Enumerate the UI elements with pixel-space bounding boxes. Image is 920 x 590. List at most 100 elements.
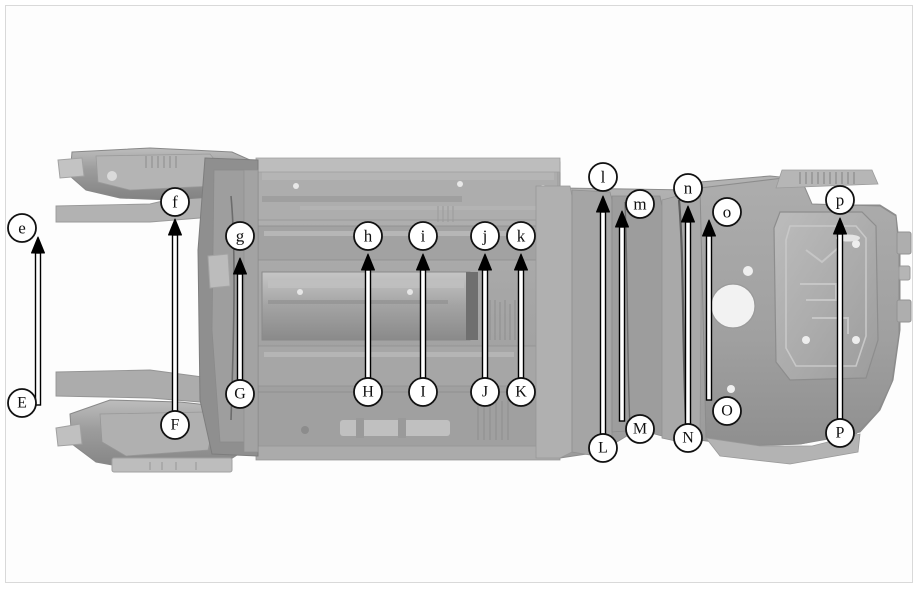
callout-H[interactable]: H (353, 377, 383, 407)
callout-circle[interactable] (470, 221, 500, 251)
front-tip-upper (57, 157, 85, 179)
arrow-shaft (419, 269, 427, 379)
callout-G[interactable]: G (225, 379, 255, 409)
cargo-well-inner-edge (785, 225, 867, 367)
callout-circle[interactable] (673, 173, 703, 203)
callout-k[interactable]: k (506, 221, 536, 251)
panel-rib-1 (262, 196, 462, 202)
crossmember-highlight (264, 231, 550, 236)
callout-E[interactable]: E (7, 388, 37, 418)
callout-label: L (598, 440, 608, 457)
callout-label: e (18, 219, 26, 238)
front-crossmember-lower (111, 457, 233, 473)
callout-circle[interactable] (353, 221, 383, 251)
arrow-shaft (517, 269, 525, 379)
callout-f[interactable]: f (160, 187, 190, 217)
apron-rib-set-upper (145, 156, 177, 168)
arrow-head (833, 217, 847, 235)
callout-o[interactable]: o (712, 197, 742, 227)
callout-circle[interactable] (160, 187, 190, 217)
arrow-shaft (236, 273, 244, 381)
callout-K[interactable]: K (506, 377, 536, 407)
callout-circle[interactable] (225, 379, 255, 409)
callout-circle[interactable] (625, 414, 655, 444)
callout-N[interactable]: N (673, 423, 703, 453)
callout-m[interactable]: m (625, 189, 655, 219)
arrow-head (31, 236, 45, 254)
callout-label: f (172, 193, 178, 212)
callout-L[interactable]: L (588, 433, 618, 463)
callout-circle[interactable] (625, 189, 655, 219)
callout-l[interactable]: l (588, 162, 618, 192)
left-rocker-rail (255, 157, 561, 173)
cargo-well-hole-1 (802, 336, 810, 344)
callout-label: l (601, 168, 606, 187)
callout-circle[interactable] (588, 433, 618, 463)
front-apron-lower-inner (99, 411, 215, 457)
callout-F[interactable]: F (160, 410, 190, 440)
callout-h[interactable]: h (353, 221, 383, 251)
callout-circle[interactable] (7, 388, 37, 418)
callout-circle[interactable] (825, 185, 855, 215)
leader-arrow-M-m (615, 210, 629, 422)
callout-I[interactable]: I (408, 377, 438, 407)
rear-body-mount-flanges (896, 231, 912, 323)
bulkhead-flange (243, 169, 259, 453)
callout-g[interactable]: g (225, 221, 255, 251)
callout-circle[interactable] (160, 410, 190, 440)
rear-lower-closing-panel (705, 433, 861, 465)
cargo-well-emboss (800, 247, 849, 334)
callout-M[interactable]: M (625, 414, 655, 444)
callout-label: p (836, 191, 845, 210)
rear-floor-highlight (264, 352, 514, 357)
arrow-head (702, 219, 716, 237)
callout-circle[interactable] (353, 377, 383, 407)
callout-circle[interactable] (506, 377, 536, 407)
arrow-head (514, 253, 528, 271)
callout-label: o (723, 203, 732, 222)
toe-board-emboss (207, 253, 231, 289)
callout-circle[interactable] (225, 221, 255, 251)
callout-p[interactable]: p (825, 185, 855, 215)
callout-circle[interactable] (7, 213, 37, 243)
floor-emboss-divider-2 (398, 418, 406, 438)
callout-label: m (633, 195, 646, 214)
callout-circle[interactable] (470, 377, 500, 407)
cargo-well-hole-3 (852, 240, 860, 248)
rear-end-panel (775, 169, 879, 189)
callout-circle[interactable] (712, 197, 742, 227)
callout-J[interactable]: J (470, 377, 500, 407)
arrow-head (168, 218, 182, 236)
rear-panel-serrations (799, 172, 855, 184)
callout-circle[interactable] (408, 221, 438, 251)
callout-label: O (721, 403, 733, 420)
callout-P[interactable]: P (825, 418, 855, 448)
panel-highlight-strip (262, 170, 554, 180)
arrow-head (416, 253, 430, 271)
callout-circle[interactable] (408, 377, 438, 407)
stamped-rib-cluster-3 (437, 206, 454, 222)
arrow-shaft (705, 235, 713, 401)
callout-e[interactable]: e (7, 213, 37, 243)
callout-label: J (482, 384, 488, 401)
callout-label: h (364, 227, 373, 246)
callout-circle[interactable] (506, 221, 536, 251)
floor-emboss-divider-1 (356, 418, 364, 438)
floor-emboss-a (340, 420, 450, 436)
callout-circle[interactable] (825, 418, 855, 448)
callout-circle[interactable] (712, 396, 742, 426)
callout-O[interactable]: O (712, 396, 742, 426)
callout-label: M (633, 421, 647, 438)
callout-label: G (234, 386, 246, 403)
callout-n[interactable]: n (673, 173, 703, 203)
callout-label: i (421, 227, 426, 246)
cargo-floor-well (773, 211, 879, 381)
callout-label: N (682, 430, 694, 447)
callout-j[interactable]: j (470, 221, 500, 251)
callout-circle[interactable] (588, 162, 618, 192)
callout-circle[interactable] (673, 423, 703, 453)
callout-i[interactable]: i (408, 221, 438, 251)
front-tip-lower (55, 423, 83, 447)
